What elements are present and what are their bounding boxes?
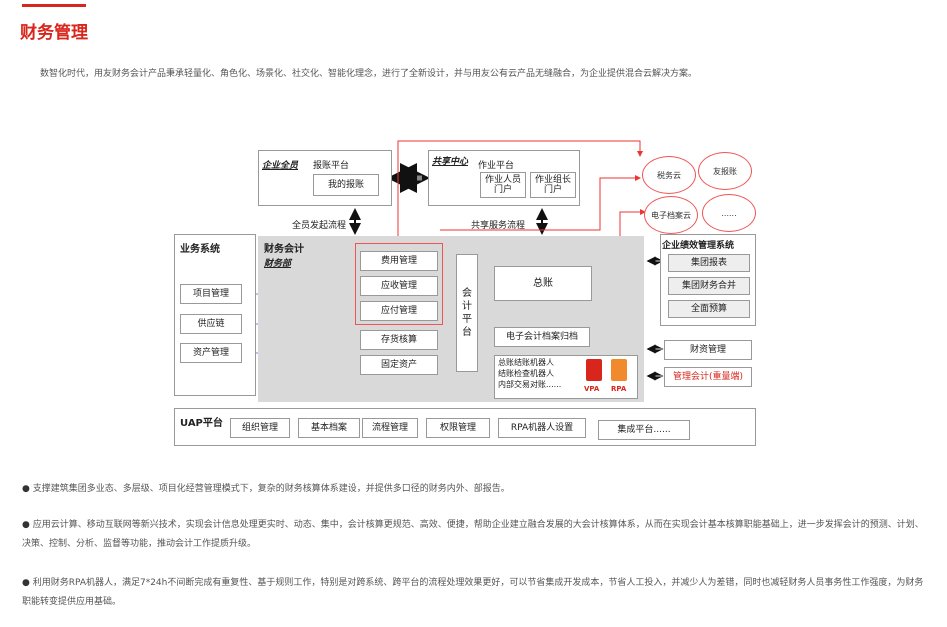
bullet-3: ● 利用财务RPA机器人，满足7*24h不间断完成有重复性、基于规则工作，特别是… — [22, 578, 924, 607]
my-report-box: 我的报账 — [313, 174, 379, 196]
perf-item-budget: 全面预算 — [668, 300, 750, 318]
intro-text: 数智化时代，用友财务会计产品秉承轻量化、角色化、场景化、社交化、智能化理念，进行… — [40, 69, 698, 79]
more-cloud: ...... — [702, 194, 756, 232]
page-title: 财务管理 — [20, 23, 88, 43]
business-item-project: 项目管理 — [180, 284, 242, 304]
finance-label: 财务会计 — [264, 244, 304, 255]
uap-label: UAP平台 — [180, 418, 223, 429]
all-staff-label: 企业全员 — [262, 161, 299, 171]
work-platform-label: 作业平台 — [478, 161, 515, 171]
highlight-frame — [355, 243, 443, 325]
vpa-robot-icon — [586, 359, 602, 381]
flow-all-label: 全员发起流程 — [292, 221, 347, 231]
flow-shared-label: 共享服务流程 — [471, 221, 526, 231]
vpa-label: VPA — [584, 385, 600, 393]
yonyou-report-cloud: 友报账 — [698, 152, 752, 190]
mgmt-accounting-box: 管理会计(重量端) — [664, 367, 752, 387]
uap-item-archive: 基本档案 — [298, 418, 360, 438]
finance-dept-label: 财务部 — [264, 259, 292, 269]
module-inventory: 存货核算 — [360, 330, 438, 350]
leader-portal-box: 作业组长门户 — [530, 172, 576, 198]
bullet-1: ● 支撑建筑集团多业态、多层级、项目化经营管理模式下，复杂的财务核算体系建设，并… — [22, 484, 510, 494]
bullet-2: ● 应用云计算、移动互联网等新兴技术，实现会计信息处理更实时、动态、集中，会计核… — [22, 520, 924, 549]
module-payable: 应付管理 — [360, 301, 438, 321]
module-receivable: 应收管理 — [360, 276, 438, 296]
treasury-box: 财资管理 — [664, 340, 752, 360]
robot-line-2: 结账检查机器人 — [498, 369, 554, 378]
shared-center-label: 共享中心 — [432, 157, 469, 167]
uap-item-integration: 集成平台...... — [598, 420, 690, 440]
title-accent-bar — [22, 4, 86, 7]
uap-item-org: 组织管理 — [230, 418, 290, 438]
module-expense: 费用管理 — [360, 251, 438, 271]
robot-line-3: 内部交易对账...... — [498, 380, 562, 389]
staff-portal-box: 作业人员门户 — [480, 172, 526, 198]
perf-item-consolidation: 集团财务合并 — [668, 277, 750, 295]
uap-item-permission: 权限管理 — [426, 418, 490, 438]
uap-item-rpa: RPA机器人设置 — [498, 418, 586, 438]
business-system-label: 业务系统 — [180, 244, 220, 255]
tax-cloud: 税务云 — [642, 156, 696, 194]
report-platform-label: 报账平台 — [313, 161, 350, 171]
business-item-supply: 供应链 — [180, 314, 242, 334]
rpa-robot-icon — [611, 359, 627, 381]
uap-item-process: 流程管理 — [362, 418, 418, 438]
architecture-diagram: 企业全员 报账平台 我的报账 共享中心 作业平台 作业人员门户 作业组长门户 全… — [170, 138, 760, 450]
perf-item-report: 集团报表 — [668, 254, 750, 272]
rpa-label: RPA — [611, 385, 627, 393]
business-item-asset: 资产管理 — [180, 343, 242, 363]
archive-box: 电子会计档案归档 — [494, 327, 590, 347]
robot-line-1: 总账结账机器人 — [498, 358, 554, 367]
general-ledger-box: 总账 — [494, 266, 592, 301]
performance-label: 企业绩效管理系统 — [662, 241, 735, 251]
module-fixed-assets: 固定资产 — [360, 355, 438, 375]
accounting-platform: 会计平台 — [456, 254, 478, 372]
e-archive-cloud: 电子档案云 — [644, 196, 698, 234]
